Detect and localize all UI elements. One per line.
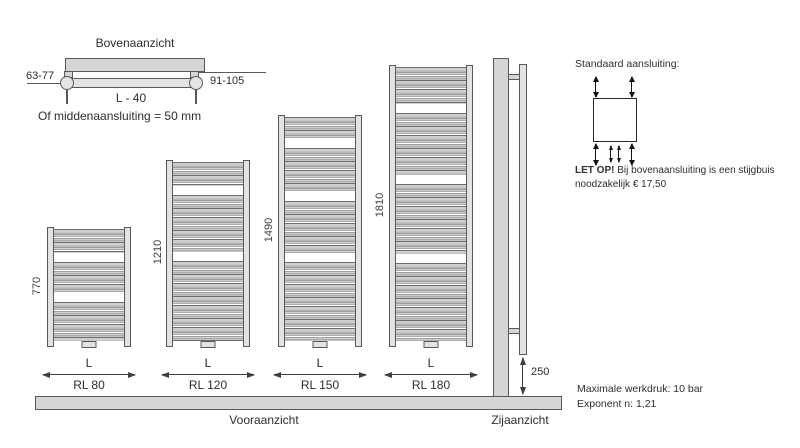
- side-view-label: Zijaanzicht: [491, 413, 549, 427]
- height-label-rl-120: 1210: [152, 239, 164, 265]
- rung-group: [395, 113, 467, 175]
- side-view-radiator-profile: [519, 64, 527, 355]
- top-view-pipe-right: [195, 90, 197, 104]
- rung-gap: [284, 191, 356, 201]
- max-pressure-spec: Maximale werkdruk: 10 bar: [577, 383, 704, 395]
- rung-group: [172, 195, 244, 252]
- front-view-label: Vooraanzicht: [229, 413, 299, 427]
- width-label-rl-120: L: [204, 356, 212, 370]
- leader-line-right: [198, 72, 266, 73]
- height-label-rl-180: 1810: [374, 192, 386, 218]
- dim-right-label: 91-105: [210, 75, 245, 87]
- leader-line-left: [27, 83, 61, 84]
- rung-gap: [284, 138, 356, 148]
- top-view-title: Bovenaanzicht: [95, 36, 175, 50]
- dim-length-label: L - 40: [115, 91, 147, 105]
- top-view-connector-right: [189, 76, 203, 90]
- width-arrow-rl-120: [161, 371, 255, 378]
- warning-line2: noodzakelijk € 17,50: [575, 178, 667, 190]
- model-label-rl-150: RL 150: [300, 378, 340, 392]
- radiator-valve: [200, 341, 216, 348]
- rung-gap: [172, 251, 244, 261]
- rung-gap: [53, 292, 125, 302]
- rung-group: [53, 261, 125, 293]
- rung-gap: [172, 186, 244, 196]
- rung-group: [284, 117, 356, 139]
- model-label-rl-80: RL 80: [73, 378, 105, 392]
- radiator-rl-120: [166, 160, 250, 348]
- connection-arrow-bottom-right: [629, 143, 636, 166]
- radiator-rl-180: [389, 65, 473, 348]
- rung-gap: [53, 252, 125, 262]
- connection-arrow-top-left: [593, 76, 600, 98]
- radiator-valve: [312, 341, 328, 348]
- radiator-tube-left: [278, 115, 285, 347]
- warning-line1: Bij bovenaansluiting is een stijgbuis: [617, 165, 775, 176]
- radiator-rungs: [395, 67, 467, 341]
- rung-group: [172, 260, 244, 341]
- radiator-valve: [423, 341, 439, 348]
- connection-box: [593, 98, 637, 142]
- height-label-rl-150: 1490: [263, 217, 275, 243]
- width-label-rl-80: L: [85, 356, 93, 370]
- radiator-rl-80: [47, 227, 131, 348]
- radiator-tube-left: [47, 227, 54, 347]
- width-arrow-rl-180: [384, 371, 478, 378]
- radiator-rl-150: [278, 115, 362, 348]
- width-label-rl-180: L: [427, 356, 435, 370]
- rung-group: [284, 200, 356, 254]
- warning-bold: LET OP!: [575, 165, 615, 176]
- width-arrow-rl-150: [273, 371, 367, 378]
- floor: [35, 396, 562, 410]
- height-label-rl-80: 770: [31, 276, 43, 296]
- connection-arrow-top-right: [629, 76, 636, 98]
- radiator-rungs: [284, 117, 356, 341]
- rung-group: [172, 162, 244, 187]
- model-label-rl-180: RL 180: [411, 378, 451, 392]
- top-view-pipe-left: [66, 90, 68, 104]
- rung-group: [284, 262, 356, 341]
- rung-gap: [395, 104, 467, 114]
- connection-arrow-bottom-middle-2: [616, 145, 621, 163]
- rung-group: [53, 229, 125, 253]
- radiator-rungs: [53, 229, 125, 341]
- top-view-tube: [67, 78, 197, 88]
- width-arrow-rl-80: [42, 371, 136, 378]
- warning-note: LET OP! Bij bovenaansluiting is een stij…: [575, 164, 799, 191]
- width-label-rl-150: L: [316, 356, 324, 370]
- rung-gap: [395, 174, 467, 184]
- rung-group: [395, 262, 467, 341]
- rung-group: [53, 301, 125, 341]
- connection-title: Standaard aansluiting:: [575, 58, 680, 70]
- radiator-tube-left: [389, 65, 396, 347]
- radiator-tube-left: [166, 160, 173, 347]
- top-view-wall: [65, 58, 205, 72]
- clearance-label: 250: [531, 366, 550, 378]
- exponent-spec: Exponent n: 1,21: [577, 398, 657, 410]
- dim-left-label: 63-77: [26, 70, 55, 82]
- connection-arrow-bottom-left: [593, 143, 600, 166]
- model-label-rl-120: RL 120: [188, 378, 228, 392]
- middle-connection-note: Of middenaansluiting = 50 mm: [38, 109, 202, 123]
- connection-arrow-bottom-middle-1: [608, 145, 613, 163]
- rung-group: [284, 147, 356, 192]
- rung-gap: [395, 253, 467, 263]
- rung-group: [395, 67, 467, 105]
- top-view-connector-left: [60, 76, 74, 90]
- radiator-tube-right: [243, 160, 250, 347]
- rung-gap: [284, 253, 356, 263]
- side-view-wall: [493, 58, 509, 397]
- radiator-tube-right: [466, 65, 473, 347]
- clearance-arrow: [519, 357, 526, 395]
- radiator-valve: [81, 341, 97, 348]
- radiator-tube-right: [124, 227, 131, 347]
- rung-group: [395, 183, 467, 254]
- radiator-rungs: [172, 162, 244, 341]
- radiator-tube-right: [355, 115, 362, 347]
